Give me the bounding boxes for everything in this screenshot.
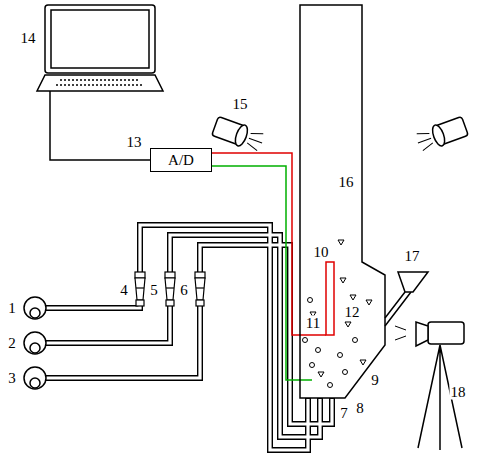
callout-number: 4 (119, 283, 129, 298)
callout-number: 16 (338, 175, 355, 190)
probe (326, 262, 334, 335)
callout-number: 18 (450, 385, 467, 400)
air-pipes (46, 225, 332, 450)
callout-number: 5 (149, 283, 159, 298)
callout-number: 11 (305, 316, 321, 331)
callout-number: 10 (313, 245, 330, 260)
callout-number: 1 (7, 301, 17, 316)
callout-number: 17 (404, 249, 421, 264)
callout-number: 14 (20, 31, 37, 46)
callout-number: 7 (339, 406, 349, 421)
feeder (385, 272, 428, 326)
callout-number: 2 (7, 336, 17, 351)
callout-number: 8 (355, 401, 365, 416)
callout-number: 13 (126, 135, 143, 150)
callout-number: 9 (370, 373, 380, 388)
box-label: A/D (168, 153, 194, 168)
callout-number: 3 (7, 371, 17, 386)
probe-wire (212, 166, 312, 380)
particles (303, 240, 373, 388)
blower (24, 297, 46, 389)
laptop (37, 5, 163, 91)
lamp (211, 116, 468, 154)
callout-number: 6 (179, 283, 189, 298)
data-cable (50, 91, 150, 160)
callout-number: 12 (344, 305, 361, 320)
converter-box: A/D (150, 148, 212, 172)
fluidized-column (300, 5, 385, 398)
probe-wire (212, 153, 326, 335)
flowmeter (135, 272, 205, 306)
callout-number: 15 (232, 97, 249, 112)
